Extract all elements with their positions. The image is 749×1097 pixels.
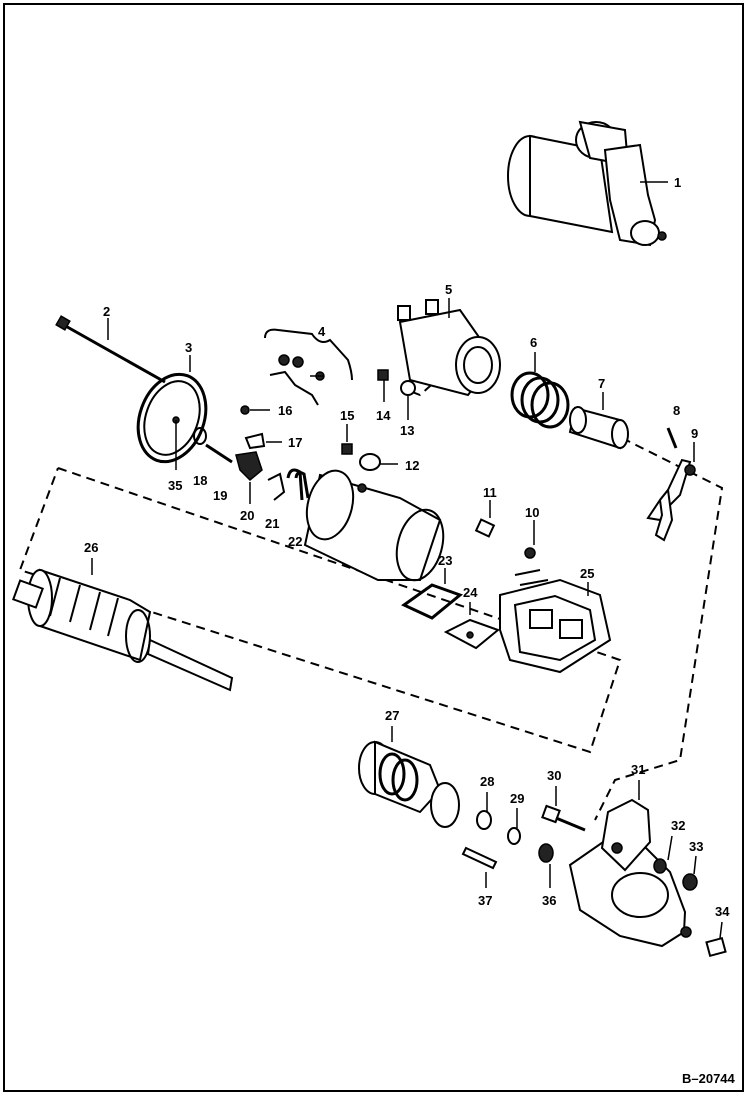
- callout-1: 1: [674, 175, 681, 190]
- part-26-armature: [12, 558, 234, 692]
- part-12-nut: [359, 453, 398, 471]
- callout-21: 21: [265, 516, 279, 531]
- callout-24: 24: [463, 585, 478, 600]
- part-28-washer: [476, 792, 492, 830]
- part-13-nut: [400, 380, 416, 420]
- part-15-screw: [341, 424, 353, 455]
- callout-6: 6: [530, 335, 537, 350]
- part-5-solenoid: [397, 298, 501, 397]
- callout-18: 18: [193, 473, 207, 488]
- callout-34: 34: [715, 904, 730, 919]
- callout-26: 26: [84, 540, 98, 555]
- callout-32: 32: [671, 818, 685, 833]
- callout-30: 30: [547, 768, 561, 783]
- part-18-washer: [193, 427, 207, 445]
- callout-17: 17: [288, 435, 302, 450]
- callout-10: 10: [525, 505, 539, 520]
- diagram-border: [3, 3, 744, 1092]
- part-17-clip: [244, 432, 282, 450]
- part-31-drive-housing: [568, 780, 692, 948]
- callout-9: 9: [691, 426, 698, 441]
- part-7-plunger: [568, 392, 629, 450]
- callout-19: 19: [213, 488, 227, 503]
- callout-27: 27: [385, 708, 399, 723]
- part-23-brush-plate: [401, 568, 463, 620]
- callout-28: 28: [480, 774, 494, 789]
- part-20-brush-holder: [235, 451, 263, 504]
- callout-35: 35: [168, 478, 182, 493]
- callout-13: 13: [400, 423, 414, 438]
- callout-33: 33: [689, 839, 703, 854]
- part-34-cap: [705, 921, 727, 958]
- callout-12: 12: [405, 458, 419, 473]
- callout-36: 36: [542, 893, 556, 908]
- part-1-starter-assembly: [507, 120, 668, 247]
- part-36-washer: [538, 843, 554, 888]
- part-2-through-bolt: [55, 315, 166, 384]
- part-33-nut: [682, 855, 698, 891]
- field-frame-housing: [303, 469, 445, 582]
- part-9-shift-fork: [646, 442, 696, 542]
- part-29-ring: [507, 808, 521, 845]
- part-21-spring: [267, 472, 286, 501]
- part-6-spring: [510, 352, 570, 429]
- callout-3: 3: [185, 340, 192, 355]
- callout-2: 2: [103, 304, 110, 319]
- callout-31: 31: [631, 762, 645, 777]
- part-30-bolt: [541, 786, 586, 832]
- callout-5: 5: [445, 282, 452, 297]
- part-3-end-cap: [136, 355, 208, 464]
- callout-25: 25: [580, 566, 594, 581]
- callout-7: 7: [598, 376, 605, 391]
- part-37-pin: [461, 846, 498, 888]
- callout-16: 16: [278, 403, 292, 418]
- callout-8: 8: [673, 403, 680, 418]
- figure-reference-code: B–20744: [682, 1071, 736, 1086]
- part-11-screw: [474, 500, 496, 538]
- part-8-pin: [666, 427, 678, 449]
- assembly-dashed-outline-armature: [18, 467, 622, 754]
- callout-4: 4: [318, 324, 326, 339]
- part-4-hardware-kit: [264, 328, 353, 406]
- callout-20: 20: [240, 508, 254, 523]
- callout-22: 22: [288, 534, 302, 549]
- part-27-drive-assembly: [358, 726, 460, 828]
- callout-11: 11: [483, 485, 497, 500]
- callout-15: 15: [340, 408, 354, 423]
- assembly-dashed-line-fork: [594, 437, 724, 821]
- part-24-brush: [443, 602, 501, 650]
- part-10-washer: [524, 547, 536, 559]
- part-22-clip: [286, 468, 310, 501]
- part-16-screw: [240, 405, 270, 415]
- part-19-bolt: [205, 443, 233, 464]
- callout-14: 14: [376, 408, 391, 423]
- part-32-washer: [653, 835, 673, 874]
- callout-29: 29: [510, 791, 524, 806]
- callout-37: 37: [478, 893, 492, 908]
- callout-23: 23: [438, 553, 452, 568]
- part-14-screw: [377, 369, 389, 402]
- part-25-brush-holder-assembly: [499, 569, 612, 674]
